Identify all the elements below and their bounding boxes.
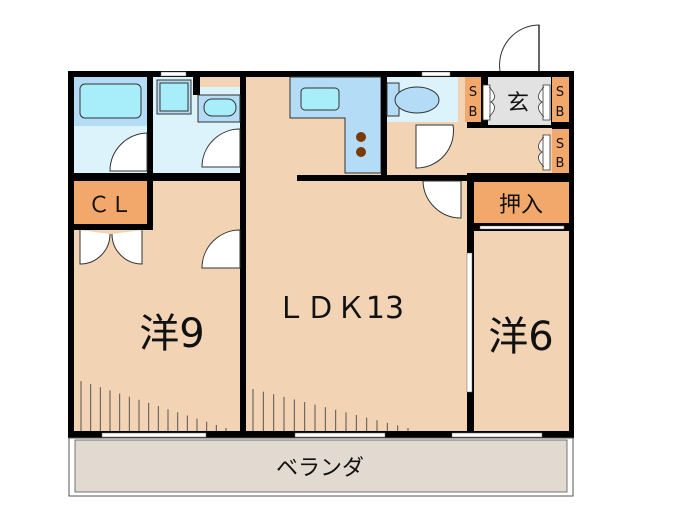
washroom-door xyxy=(201,128,241,168)
window xyxy=(101,432,207,438)
shoe-box xyxy=(552,77,569,122)
closet-doors xyxy=(79,230,143,265)
shoe-box-label: S xyxy=(556,137,564,152)
ldk-label: ＬＤＫ13 xyxy=(276,291,404,326)
kitchen-partition xyxy=(297,175,467,181)
closet xyxy=(74,181,147,224)
western-6-label: 洋6 xyxy=(488,314,553,360)
veranda-label: ベランダ xyxy=(276,456,364,481)
shoe-box xyxy=(465,77,481,122)
genkan-label: 玄 xyxy=(507,91,529,116)
shoe-box-label: B xyxy=(556,156,565,171)
western-9-label: 洋9 xyxy=(139,311,204,357)
ldk-door xyxy=(422,180,462,219)
hallway xyxy=(387,128,552,173)
bath-door xyxy=(109,132,148,172)
western-room-6 xyxy=(474,231,569,431)
toilet-door xyxy=(415,124,454,169)
oshiire xyxy=(474,182,569,223)
kitchen-sink xyxy=(300,87,340,111)
closet-label: ＣＬ xyxy=(88,193,132,218)
curtain-hatching xyxy=(80,381,409,431)
stove-burner xyxy=(356,132,366,142)
oshiire-label: 押入 xyxy=(499,193,543,218)
shoe-box-label: S xyxy=(469,85,477,100)
toilet-icon xyxy=(394,86,440,114)
bathtub xyxy=(79,83,142,119)
shoe-box-label: B xyxy=(556,105,565,120)
window xyxy=(294,432,386,438)
western-9-door xyxy=(201,229,241,269)
shoe-box-label: B xyxy=(469,105,478,120)
shoe-box-label: S xyxy=(556,85,564,100)
shoe-box xyxy=(552,129,569,173)
window xyxy=(451,432,543,438)
stove-burner xyxy=(356,147,366,157)
entrance-door xyxy=(499,24,540,72)
sliding-door xyxy=(466,252,473,393)
